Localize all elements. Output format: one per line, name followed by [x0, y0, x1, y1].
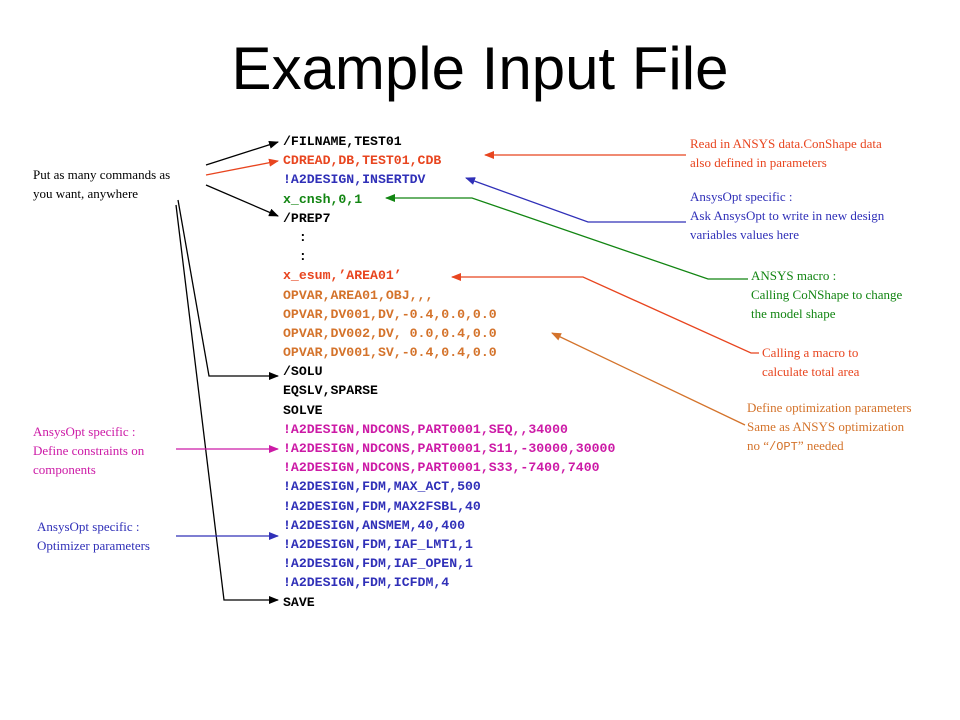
code-line: x_cnsh,0,1 [283, 191, 363, 207]
code-line: SOLVE [283, 402, 323, 418]
note-line: Calling a macro to [762, 345, 859, 360]
note-line: components [33, 462, 96, 477]
code-line: : [283, 229, 307, 245]
code-line: !A2DESIGN,FDM,MAX2FSBL,40 [283, 498, 481, 514]
note-put-commands: Put as many commands as you want, anywhe… [33, 165, 170, 203]
note-line: Optimizer parameters [37, 538, 150, 553]
note-line: ANSYS macro : [751, 268, 837, 283]
code-line: !A2DESIGN,FDM,MAX_ACT,500 [283, 479, 481, 495]
code-line: !A2DESIGN,FDM,IAF_OPEN,1 [283, 556, 473, 572]
arrow-to-cdread [205, 158, 279, 176]
code-line: CDREAD,DB,TEST01,CDB [283, 153, 442, 169]
note-line: AnsysOpt specific : [690, 189, 793, 204]
note-line: Define optimization parameters [747, 400, 912, 415]
code-line: !A2DESIGN,INSERTDV [283, 172, 426, 188]
code-line: !A2DESIGN,NDCONS,PART0001,S11,-30000,300… [283, 441, 616, 456]
code-line: x_esum,’AREA01’ [283, 268, 402, 284]
code-line: : [283, 249, 307, 265]
note-define-optimization: Define optimization parameters Same as A… [747, 398, 912, 457]
code-line: OPVAR,DV001,DV,-0.4,0.0,0.0 [283, 306, 497, 322]
note-line: Put as many commands as [33, 167, 171, 182]
note-line: Same as ANSYS optimization [747, 419, 905, 434]
note-text: no “ [747, 438, 770, 453]
code-line: EQSLV,SPARSE [283, 383, 378, 399]
note-line: AnsysOpt specific : [33, 424, 136, 439]
note-read-ansys: Read in ANSYS data.ConShape data also de… [690, 134, 882, 172]
code-line: /PREP7 [283, 210, 331, 226]
code-line: SAVE [283, 594, 315, 610]
opt-command-code: /OPT [769, 440, 798, 454]
arrow-to-save [175, 204, 279, 604]
code-line: !A2DESIGN,ANSMEM,40,400 [283, 517, 466, 533]
arrow-calling-macro [451, 273, 759, 354]
note-optimizer: AnsysOpt specific : Optimizer parameters [37, 517, 150, 555]
code-line: /SOLU [283, 364, 323, 380]
note-line: calculate total area [762, 364, 860, 379]
note-line: you want, anywhere [33, 186, 139, 201]
note-ansys-macro: ANSYS macro : Calling CoNShape to change… [751, 266, 902, 323]
note-text: ” needed [797, 438, 844, 453]
arrow-ansysopt-write [465, 177, 686, 223]
note-line: Ask AnsysOpt to write in new design [690, 208, 885, 223]
arrow-to-solu [177, 199, 279, 380]
note-ansysopt-write: AnsysOpt specific : Ask AnsysOpt to writ… [690, 187, 884, 244]
note-line: Read in ANSYS data.ConShape data [690, 136, 882, 151]
arrow-ansys-macro [385, 194, 748, 280]
code-line: !A2DESIGN,FDM,ICFDM,4 [283, 575, 450, 591]
code-line: OPVAR,AREA01,OBJ,,, [283, 287, 434, 303]
note-line: AnsysOpt specific : [37, 519, 140, 534]
slide-title: Example Input File [231, 35, 729, 102]
code-line: !A2DESIGN,FDM,IAF_LMT1,1 [283, 536, 473, 552]
code-line: OPVAR,DV001,SV,-0.4,0.4,0.0 [283, 345, 497, 361]
note-line: Define constraints on [33, 443, 145, 458]
arrow-to-prep7 [205, 184, 279, 217]
code-line: /FILNAME,TEST01 [283, 134, 402, 149]
code-line: !A2DESIGN,NDCONS,PART0001,SEQ,,34000 [283, 421, 568, 437]
note-line: also defined in parameters [690, 155, 827, 170]
note-constraints: AnsysOpt specific : Define constraints o… [33, 422, 144, 479]
note-line: Calling CoNShape to change [751, 287, 903, 302]
code-line: !A2DESIGN,NDCONS,PART0001,S33,-7400,7400 [283, 460, 600, 476]
note-calling-macro: Calling a macro to calculate total area [762, 343, 859, 381]
note-line: variables values here [690, 227, 800, 242]
code-line: OPVAR,DV002,DV, 0.0,0.4,0.0 [283, 325, 497, 341]
arrow-define-optimization [551, 332, 746, 426]
note-line: the model shape [751, 306, 836, 321]
arrow-to-filname [205, 140, 279, 166]
note-line: no “/OPT” needed [747, 436, 912, 457]
